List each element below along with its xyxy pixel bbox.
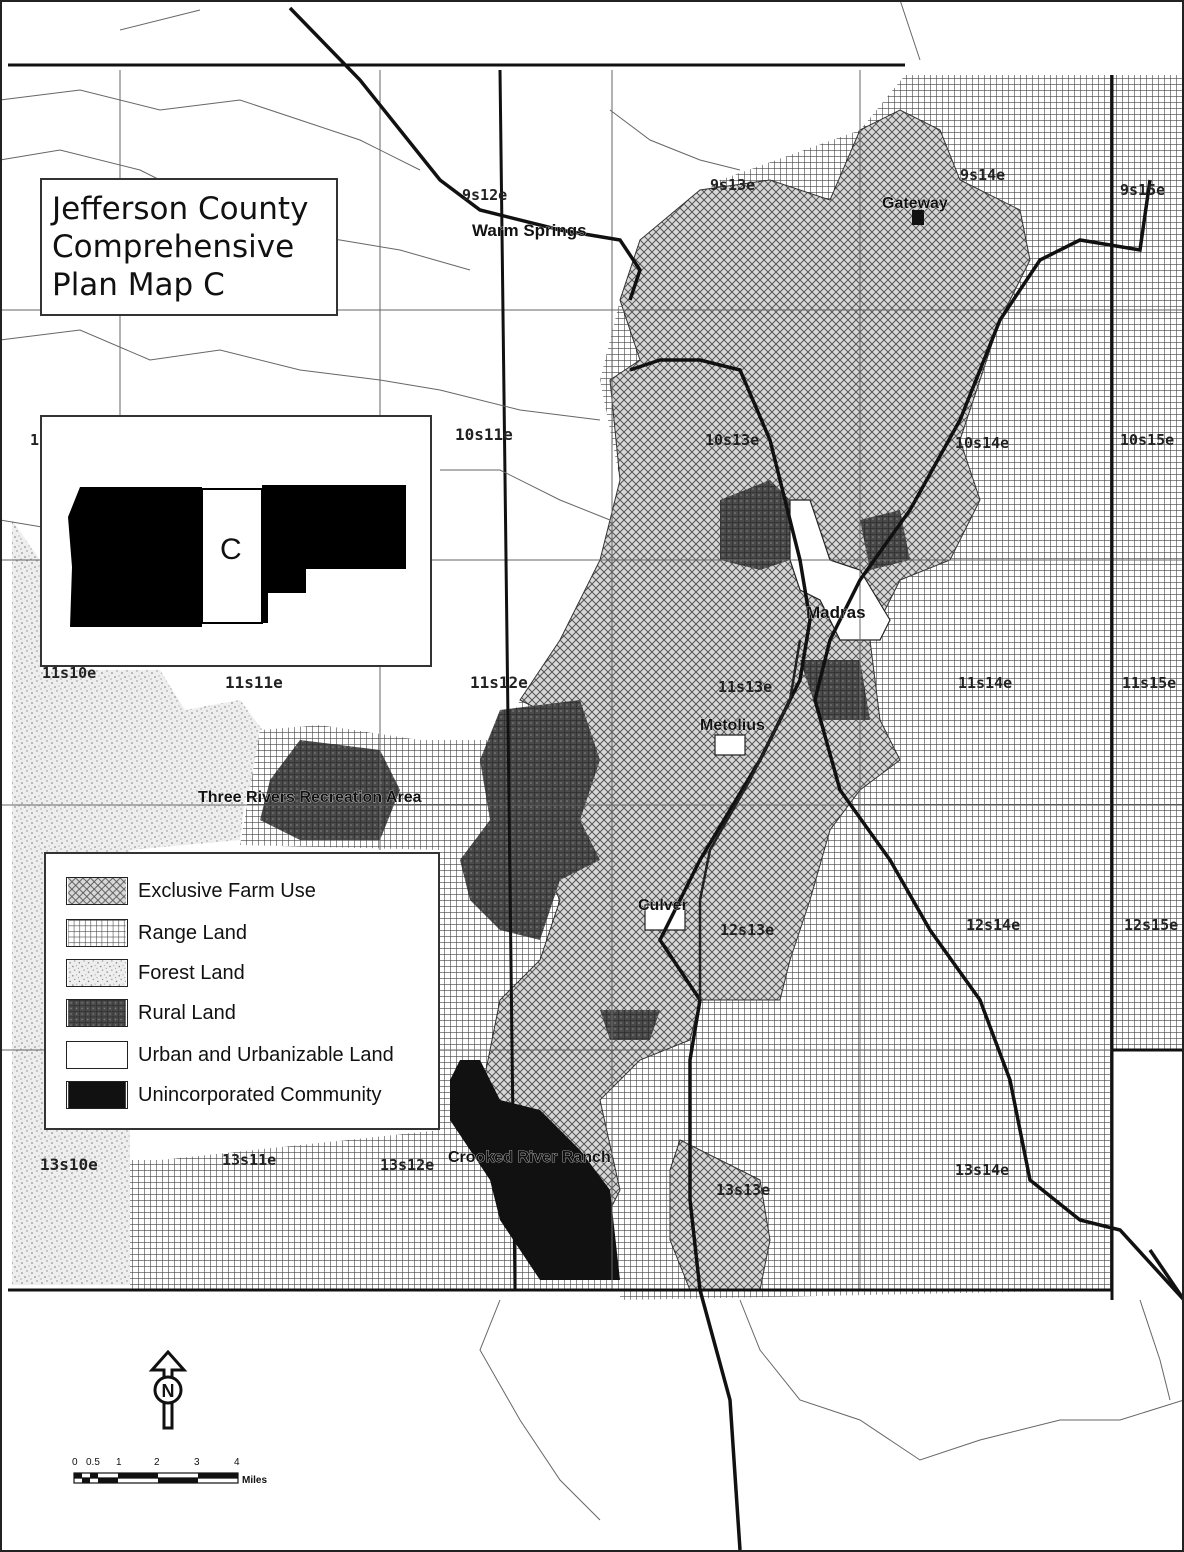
- swatch-exclusive-farm-use: [66, 877, 128, 905]
- legend-item-exclusive-farm-use: Exclusive Farm Use: [66, 876, 316, 906]
- legend-item-unincorporated-community: Unincorporated Community: [66, 1080, 381, 1110]
- township-labels: 9s12e 9s13e 9s14e 9s15e 1 10s11e 10s13e …: [30, 166, 1178, 1199]
- township-13s12e: 13s12e: [380, 1156, 434, 1174]
- scale-tick: 0: [72, 1457, 78, 1468]
- swatch-range-land: [66, 919, 128, 947]
- inset-locator-map: C: [40, 415, 432, 667]
- urban-madras: [789, 499, 891, 641]
- scale-tick: 3: [194, 1457, 200, 1468]
- scale-tick: 2: [154, 1457, 160, 1468]
- place-madras: Madras: [806, 603, 866, 622]
- place-culver: Culver: [638, 897, 688, 914]
- inset-county-shape-east: [262, 485, 406, 623]
- township-12s15e: 12s15e: [1124, 916, 1178, 934]
- place-labels: Warm Springs Gateway Madras Metolius Cul…: [198, 195, 949, 1167]
- place-three-rivers: Three Rivers Recreation Area: [198, 789, 422, 806]
- rural-land-1: [720, 480, 790, 570]
- legend-item-forest-land: Forest Land: [66, 958, 245, 988]
- inset-svg: C: [68, 485, 406, 627]
- railroad: [698, 639, 802, 1000]
- legend-item-rural-land: Rural Land: [66, 998, 236, 1028]
- map-title: Jefferson County Comprehensive Plan Map …: [52, 191, 309, 303]
- scale-tick: 1: [116, 1457, 122, 1468]
- township-11s13e: 11s13e: [718, 678, 772, 696]
- township-12s14e: 12s14e: [966, 916, 1020, 934]
- north-letter: N: [162, 1381, 175, 1401]
- swatch-urban-land: [66, 1041, 128, 1069]
- scale-bar: 0 0.5 1 2 3 4 Miles: [72, 1457, 267, 1486]
- township-10s13e: 10s13e: [705, 431, 759, 449]
- legend-label: Urban and Urbanizable Land: [138, 1043, 394, 1066]
- swatch-unincorporated-community: [66, 1081, 128, 1109]
- township-11s12e: 11s12e: [470, 673, 528, 692]
- township-13s10e: 13s10e: [40, 1155, 98, 1174]
- inset-label: C: [220, 533, 242, 566]
- county-boundaries: [8, 63, 1184, 1300]
- township-10s11e: 10s11e: [455, 425, 513, 444]
- township-10s10e: 1: [30, 431, 39, 449]
- legend-label: Range Land: [138, 921, 247, 944]
- north-arrow-icon: N: [148, 1350, 188, 1430]
- township-13s14e: 13s14e: [955, 1161, 1009, 1179]
- unincorporated-crooked-river-ranch: [450, 1060, 620, 1280]
- rural-land-5: [460, 700, 600, 940]
- legend-label: Forest Land: [138, 961, 245, 984]
- inset-highlight-c: [201, 488, 263, 624]
- township-9s15e: 9s15e: [1120, 181, 1165, 199]
- unincorporated-gateway: [912, 210, 924, 225]
- place-metolius: Metolius: [700, 717, 765, 734]
- township-11s15e: 11s15e: [1122, 674, 1176, 692]
- township-13s11e: 13s11e: [222, 1151, 276, 1169]
- place-gateway: Gateway: [882, 195, 948, 212]
- scale-tick: 0.5: [86, 1457, 100, 1468]
- inset-county-shape: [68, 487, 202, 627]
- rural-land-4: [260, 740, 400, 840]
- legend-label: Rural Land: [138, 1001, 236, 1024]
- township-11s11e: 11s11e: [225, 673, 283, 692]
- township-9s12e: 9s12e: [462, 186, 507, 204]
- legend-label: Exclusive Farm Use: [138, 879, 316, 902]
- township-10s15e: 10s15e: [1120, 431, 1174, 449]
- township-13s13e: 13s13e: [716, 1181, 770, 1199]
- rural-land-6: [600, 1010, 660, 1040]
- legend-label: Unincorporated Community: [138, 1083, 382, 1106]
- swatch-forest-land: [66, 959, 128, 987]
- place-warm-springs: Warm Springs: [472, 221, 587, 240]
- legend-item-urban-land: Urban and Urbanizable Land: [66, 1040, 394, 1070]
- township-11s14e: 11s14e: [958, 674, 1012, 692]
- legend: Exclusive Farm Use Range Land Forest Lan…: [44, 852, 440, 1130]
- urban-metolius: [714, 734, 746, 756]
- township-11s10e: 11s10e: [42, 664, 96, 682]
- township-12s13e: 12s13e: [720, 921, 774, 939]
- scale-tick: 4: [234, 1457, 240, 1468]
- township-9s13e: 9s13e: [710, 176, 755, 194]
- township-9s14e: 9s14e: [960, 166, 1005, 184]
- legend-item-range-land: Range Land: [66, 918, 247, 948]
- place-crooked-river-ranch: Crooked River Ranch: [448, 1149, 611, 1166]
- scale-unit: Miles: [242, 1475, 267, 1486]
- title-box: Jefferson County Comprehensive Plan Map …: [40, 178, 338, 316]
- township-grid: [0, 70, 1184, 1290]
- swatch-rural-land: [66, 999, 128, 1027]
- township-10s14e: 10s14e: [955, 434, 1009, 452]
